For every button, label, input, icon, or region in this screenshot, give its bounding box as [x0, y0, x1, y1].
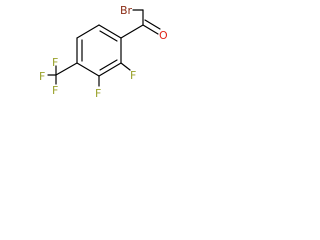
molecule-diagram: Br O F F F F F	[39, 4, 168, 100]
atom-f-cf3-top: F	[52, 56, 58, 69]
atom-f-cf3-bottom: F	[52, 84, 58, 97]
atom-labels: Br O F F F F F	[39, 4, 168, 100]
atom-o: O	[159, 29, 168, 42]
bond-c2-f	[120, 62, 131, 71]
atom-f-cf3-left: F	[39, 70, 45, 83]
bond-c5-c6	[76, 24, 100, 39]
atom-f-ortho: F	[130, 69, 136, 82]
bond-c6-c1-inner	[99, 30, 118, 42]
bond-c6-c1	[98, 24, 122, 39]
bond-c2-c3	[98, 62, 122, 77]
bonds	[47, 9, 161, 87]
bond-c2-c3-inner	[99, 59, 118, 71]
atom-f-meta: F	[95, 87, 101, 100]
bond-carbonyl-o	[142, 24, 159, 35]
bond-c4-cf3	[55, 62, 78, 76]
bond-ring-carbonyl	[120, 24, 144, 39]
structure-canvas: Br O F F F F F	[0, 0, 191, 148]
atom-br: Br	[120, 4, 133, 17]
bond-c3-c4	[76, 62, 100, 77]
bond-carbonyl-o-double	[144, 19, 161, 30]
